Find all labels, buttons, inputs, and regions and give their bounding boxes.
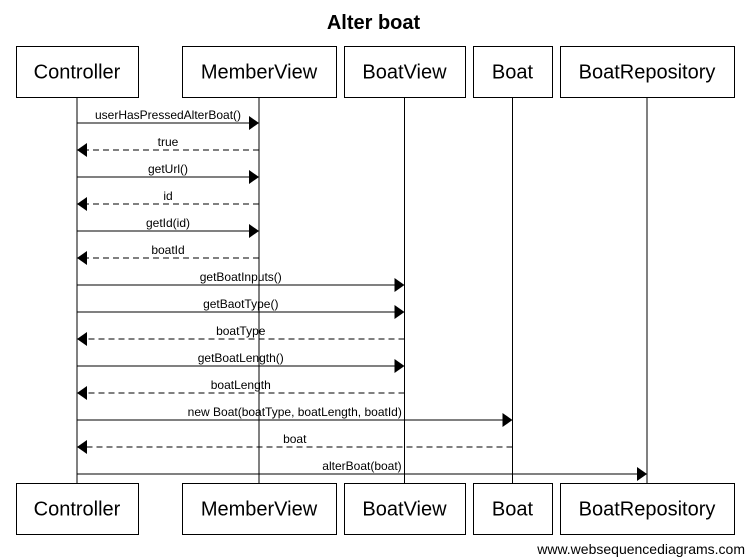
lifelines (76, 97, 648, 483)
diagram-title: Alter boat (326, 12, 421, 34)
participant-bottom-boatview: BoatView (344, 483, 466, 535)
participant-bottom-boat: Boat (473, 483, 553, 535)
participant-label: Boat (492, 499, 534, 521)
participant-bottom-boatrepository: BoatRepository (560, 483, 735, 535)
participant-bottom-memberview: MemberView (182, 483, 337, 535)
participant-box (344, 46, 466, 98)
message-call: getBoatInputs() (77, 270, 405, 292)
message-label: id (163, 189, 172, 203)
message-label: getUrl() (148, 162, 188, 176)
participant-top-boat: Boat (473, 46, 553, 98)
message-call: alterBoat(boat) (77, 459, 647, 481)
message-label: true (158, 135, 179, 149)
participant-box (473, 46, 553, 98)
message-call: getId(id) (77, 216, 259, 238)
message-return: id (77, 189, 259, 211)
participant-top-memberview: MemberView (182, 46, 337, 98)
participant-label: BoatView (362, 499, 447, 521)
participant-box (16, 483, 139, 535)
participants-bottom: Controller MemberView BoatView Boat BoatRepo… (16, 483, 735, 535)
message-call: getUrl() (77, 162, 259, 184)
message-label: new Boat(boatType, boatLength, boatId) (188, 405, 402, 419)
participant-box (560, 483, 735, 535)
participant-box (473, 483, 553, 535)
messages: userHasPressedAlterBoat() true getUrl() id g… (77, 108, 647, 481)
participants-top: Controller MemberView BoatView Boat BoatRepo… (16, 46, 735, 98)
participant-box (16, 46, 139, 98)
message-call: new Boat(boatType, boatLength, boatId) (77, 405, 513, 427)
participant-label: BoatRepository (579, 499, 716, 521)
message-label: getBoatInputs() (200, 270, 282, 284)
watermark-text: www.websequencediagrams.com (537, 541, 745, 557)
message-label: alterBoat(boat) (322, 459, 401, 473)
message-return: boatId (77, 243, 259, 265)
message-label: boatId (151, 243, 184, 257)
message-call: getBaotType() (77, 297, 405, 319)
message-label: getId(id) (146, 216, 190, 230)
message-label: getBaotType() (203, 297, 278, 311)
participant-box (182, 483, 337, 535)
participant-label: Controller (34, 499, 121, 521)
participant-label: MemberView (201, 499, 318, 521)
message-return: boatType (77, 324, 405, 346)
message-call: getBoatLength() (77, 351, 405, 373)
participant-top-boatrepository: BoatRepository (560, 46, 735, 98)
message-label: userHasPressedAlterBoat() (95, 108, 241, 122)
participant-label: Controller (34, 62, 121, 84)
participant-label: BoatRepository (579, 62, 716, 84)
participant-label: BoatView (362, 62, 447, 84)
participant-box (560, 46, 735, 98)
participant-top-controller: Controller (16, 46, 139, 98)
message-label: boatLength (211, 378, 271, 392)
message-label: getBoatLength() (198, 351, 284, 365)
participant-label: MemberView (201, 62, 318, 84)
participant-bottom-controller: Controller (16, 483, 139, 535)
participant-label: Boat (492, 62, 534, 84)
participant-box (344, 483, 466, 535)
participant-box (182, 46, 337, 98)
message-label: boatType (216, 324, 266, 338)
message-return: boatLength (77, 378, 405, 400)
message-label: boat (283, 432, 307, 446)
message-call: userHasPressedAlterBoat() (77, 108, 259, 130)
message-return: boat (77, 432, 513, 454)
message-return: true (77, 135, 259, 157)
participant-top-boatview: BoatView (344, 46, 466, 98)
